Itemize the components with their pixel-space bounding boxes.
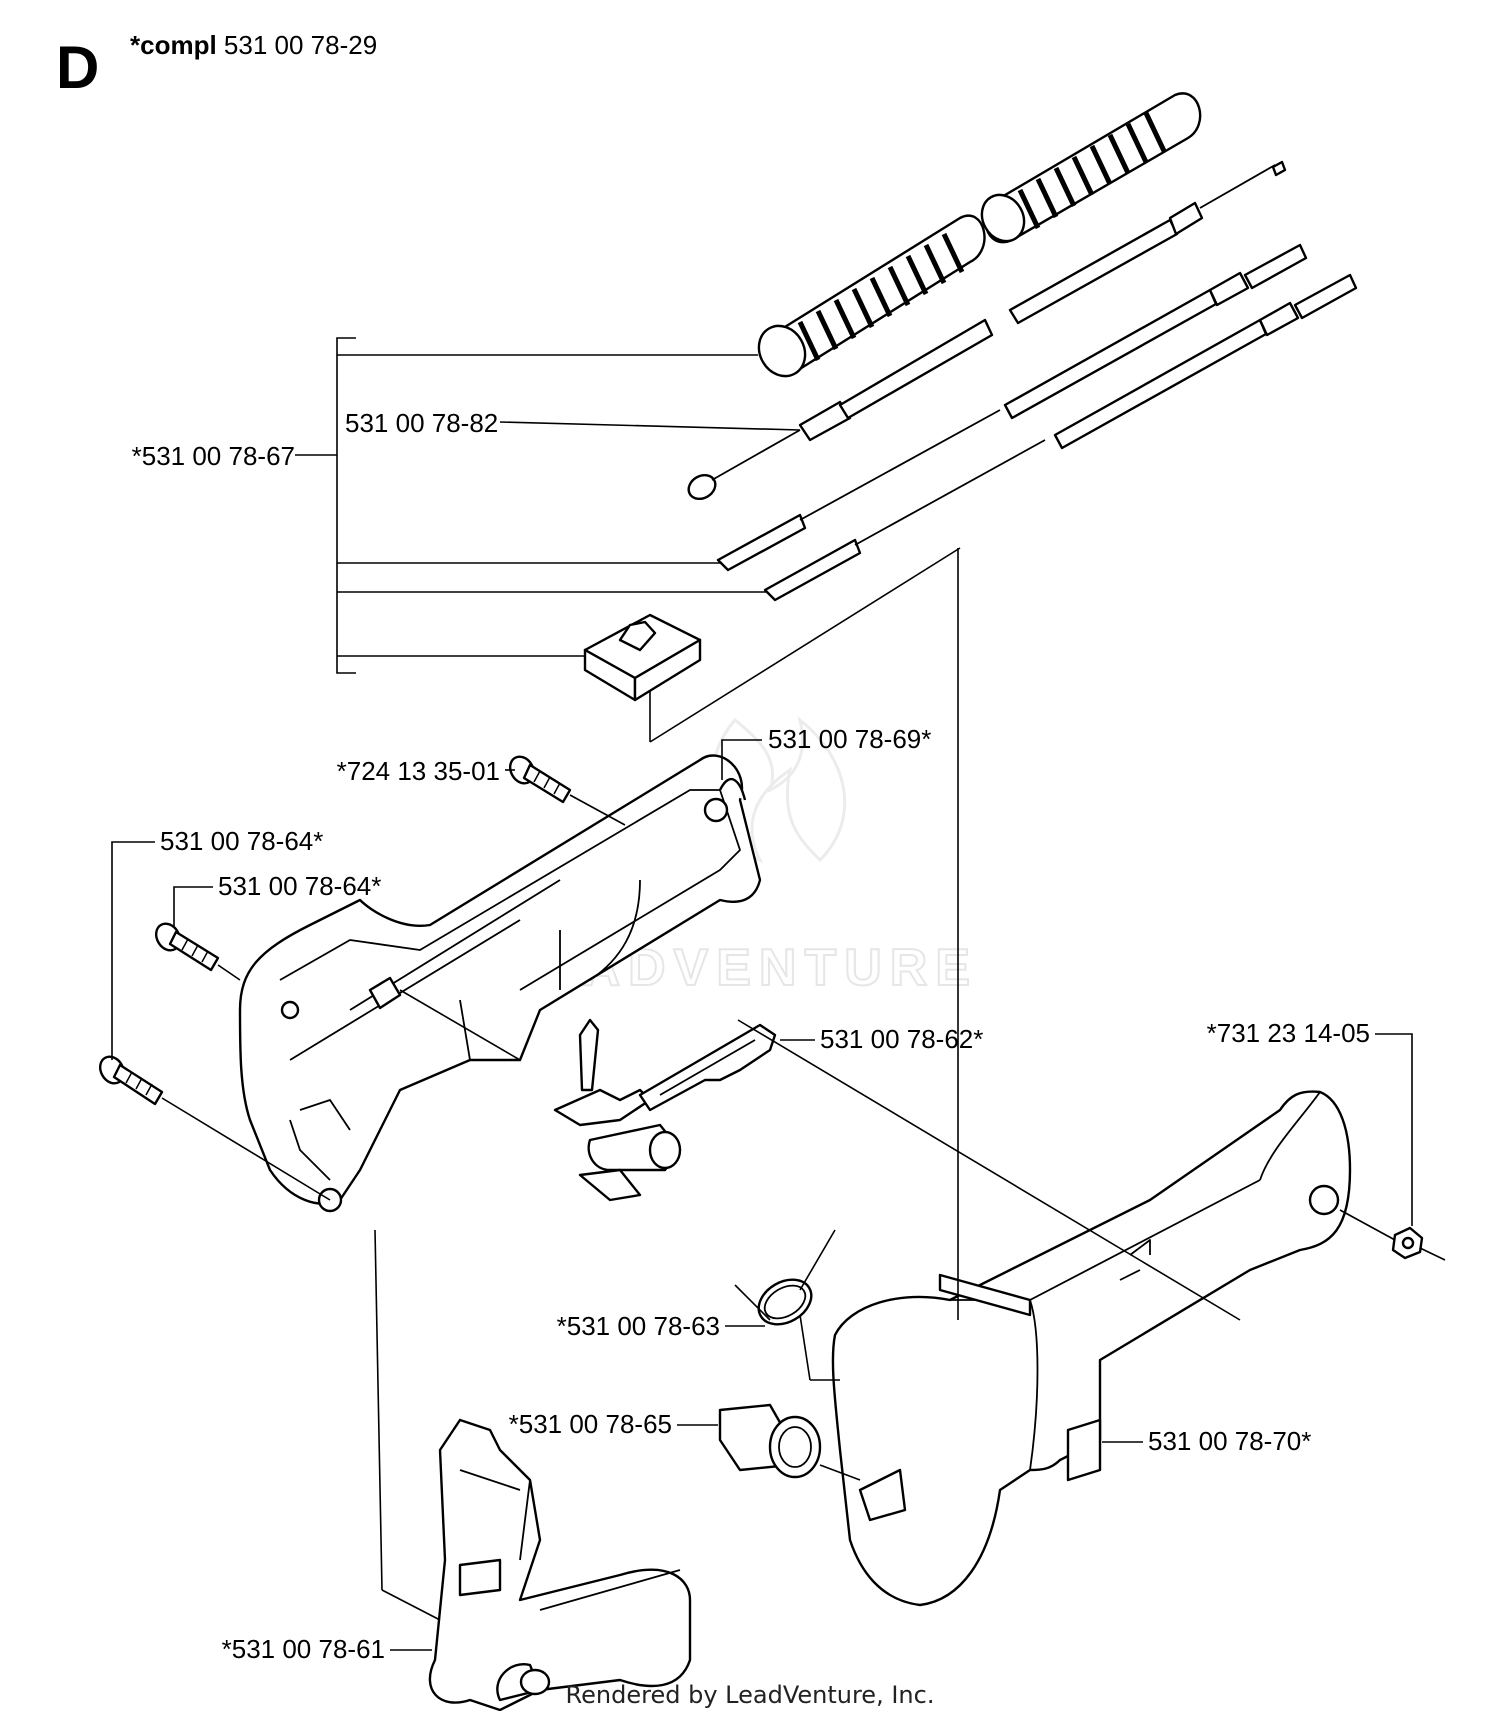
label-text-531-00-78-61: *531 00 78-61 (222, 1634, 385, 1664)
throttle-trigger (399, 989, 777, 1202)
flat-cable-b (763, 273, 1358, 602)
label-text-724-13-35-01: *724 13 35-01 (337, 756, 500, 786)
label-text-531-00-78-63: *531 00 78-63 (557, 1311, 720, 1341)
label-text-531-00-78-67: *531 00 78-67 (132, 441, 295, 471)
label-text-531-00-78-62: 531 00 78-62* (820, 1024, 983, 1054)
screw-531-00-78-64-upper (154, 922, 241, 981)
title-part-number: 531 00 78-29 (224, 30, 377, 60)
lower-bracket (428, 1418, 692, 1711)
label-text-531-00-78-64-a: 531 00 78-64* (160, 826, 323, 856)
handle-assembly-axis (737, 1019, 1241, 1321)
label-text-531-00-78-82: 531 00 78-82 (345, 408, 498, 438)
o-ring (734, 1229, 840, 1381)
bracket-axis-line-2 (381, 1589, 441, 1621)
label-text-531-00-78-69: 531 00 78-69* (768, 724, 931, 754)
label-531-00-78-62: 531 00 78-62* (780, 1024, 983, 1054)
screw-724-13-35-01 (508, 755, 626, 826)
label-731-23-14-05: *731 23 14-05 (1207, 1018, 1413, 1226)
leader-531-00-78-82 (499, 421, 801, 431)
label-text-531-00-78-70: 531 00 78-70* (1148, 1426, 1311, 1456)
flat-cable-a (716, 243, 1308, 572)
section-letter: D (56, 34, 99, 101)
label-text-531-00-78-64-b: 531 00 78-64* (218, 871, 381, 901)
bracket-axis-line (374, 1229, 383, 1591)
label-text-531-00-78-65: *531 00 78-65 (509, 1409, 672, 1439)
cap-plug (718, 1403, 861, 1481)
label-531-00-78-67: *531 00 78-67 (132, 441, 295, 471)
kit-bracket (336, 337, 356, 674)
nut-731-23-14-05 (1339, 1209, 1446, 1261)
cable-kit-group (295, 92, 1358, 743)
handle-housing-half (238, 754, 762, 1213)
label-531-00-78-70: 531 00 78-70* (1102, 1426, 1311, 1456)
label-531-00-78-69: 531 00 78-69* (721, 724, 931, 780)
label-531-00-78-63: *531 00 78-63 (557, 1311, 765, 1341)
footer-credit: Rendered by LeadVenture, Inc. (566, 1681, 935, 1709)
rear-handle (831, 1090, 1352, 1607)
label-531-00-78-65: *531 00 78-65 (509, 1409, 718, 1439)
spiral-grip-sleeve-lower (757, 214, 986, 378)
label-531-00-78-61: *531 00 78-61 (222, 1634, 432, 1664)
title-prefix: *compl (130, 30, 217, 60)
assembly-title: *compl 531 00 78-29 (130, 30, 377, 60)
screw-531-00-78-64-lower (98, 1055, 331, 1201)
throttle-cable (687, 160, 1287, 501)
label-531-00-78-64-a: 531 00 78-64* (111, 826, 323, 1060)
label-531-00-78-64-b: 531 00 78-64* (173, 871, 381, 926)
label-531-00-78-82: 531 00 78-82 (345, 408, 498, 438)
stop-switch (583, 547, 961, 743)
spiral-grip-sleeve-upper (980, 92, 1202, 244)
label-text-731-23-14-05: *731 23 14-05 (1207, 1018, 1370, 1048)
label-724-13-35-01: *724 13 35-01 (337, 756, 515, 786)
